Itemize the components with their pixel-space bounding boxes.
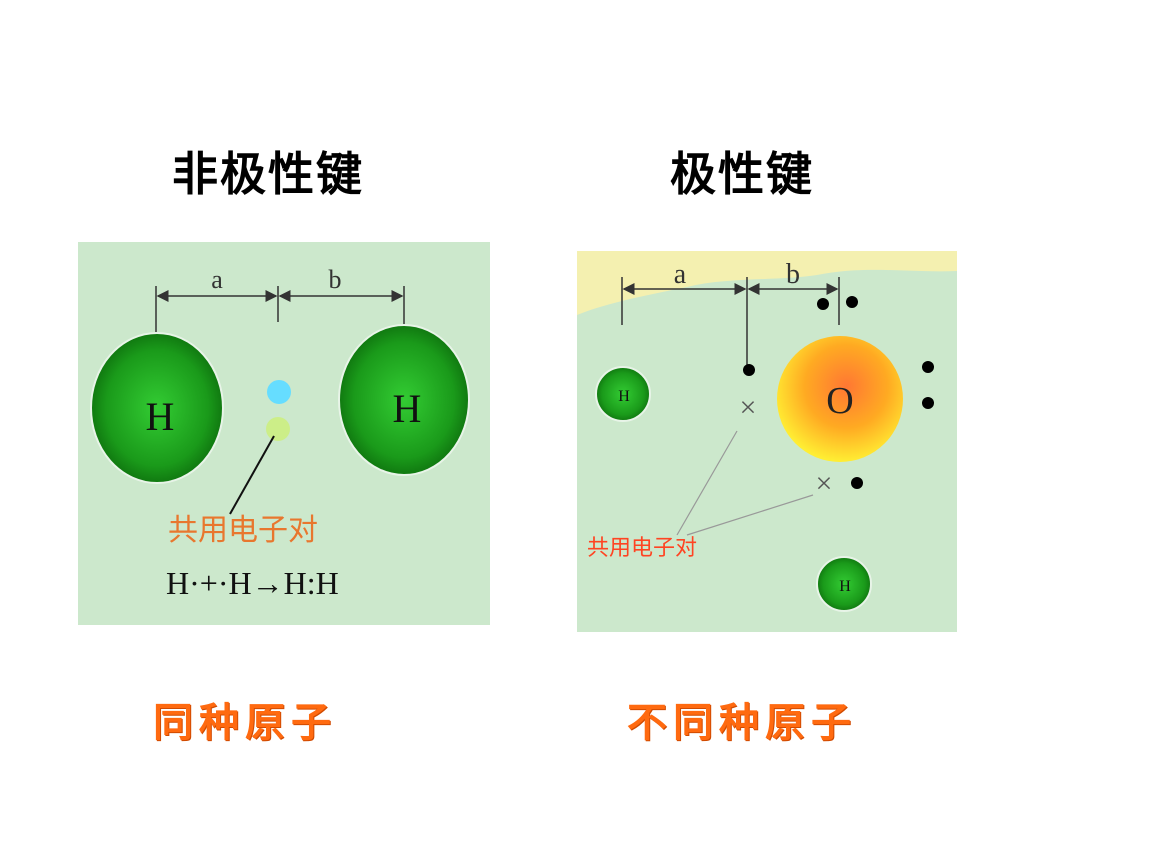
electron-dot (922, 361, 934, 373)
electron-dot (743, 364, 755, 376)
hydrogen-atom-left-label: H (618, 388, 630, 405)
nonpolar-bond-diagram: a b H H 共用电子对 H·+·H→H:H (78, 242, 490, 625)
yellow-highlight-area (577, 251, 957, 315)
oxygen-atom (777, 336, 903, 462)
shared-electron-1 (267, 380, 291, 404)
pointer-line (229, 435, 275, 515)
hydrogen-atom-bottom (816, 556, 872, 612)
shared-pair-label: 共用电子对 (587, 536, 697, 561)
polar-bond-diagram: a b O × × H H 共用电子对 (577, 251, 957, 632)
hydrogen-atom-right (338, 324, 470, 476)
electron-dot (846, 296, 858, 308)
electron-dot (851, 477, 863, 489)
dimension-b-label: b (329, 265, 342, 294)
hydrogen-atom-bottom-label: H (839, 578, 851, 595)
same-atoms-caption: 同种原子 (153, 700, 337, 746)
nonpolar-bond-title: 非极性键 (172, 147, 364, 201)
electron-dot (817, 298, 829, 310)
dimension-b-label: b (786, 259, 800, 290)
hydrogen-atom-left (90, 332, 224, 484)
polar-bond-title: 极性键 (670, 147, 814, 201)
different-atoms-caption: 不同种原子 (627, 700, 857, 746)
oxygen-atom-label: O (826, 380, 853, 422)
pointer-line (676, 430, 738, 536)
hydrogen-atom-right-label: H (393, 386, 422, 431)
electron-dot (922, 397, 934, 409)
dimension-a-label: a (674, 259, 687, 290)
panel-background (577, 251, 957, 632)
pointer-line (686, 494, 814, 536)
dimension-a-label: a (211, 265, 223, 294)
hydrogen-atom-left (595, 366, 651, 422)
shared-pair-label: 共用电子对 (168, 513, 318, 548)
cross-electron-mark: × (740, 391, 757, 424)
bond-equation: H·+·H→H:H (166, 565, 339, 601)
hydrogen-atom-left-label: H (146, 394, 175, 439)
shared-electron-2 (266, 417, 290, 441)
cross-electron-mark: × (816, 467, 833, 500)
